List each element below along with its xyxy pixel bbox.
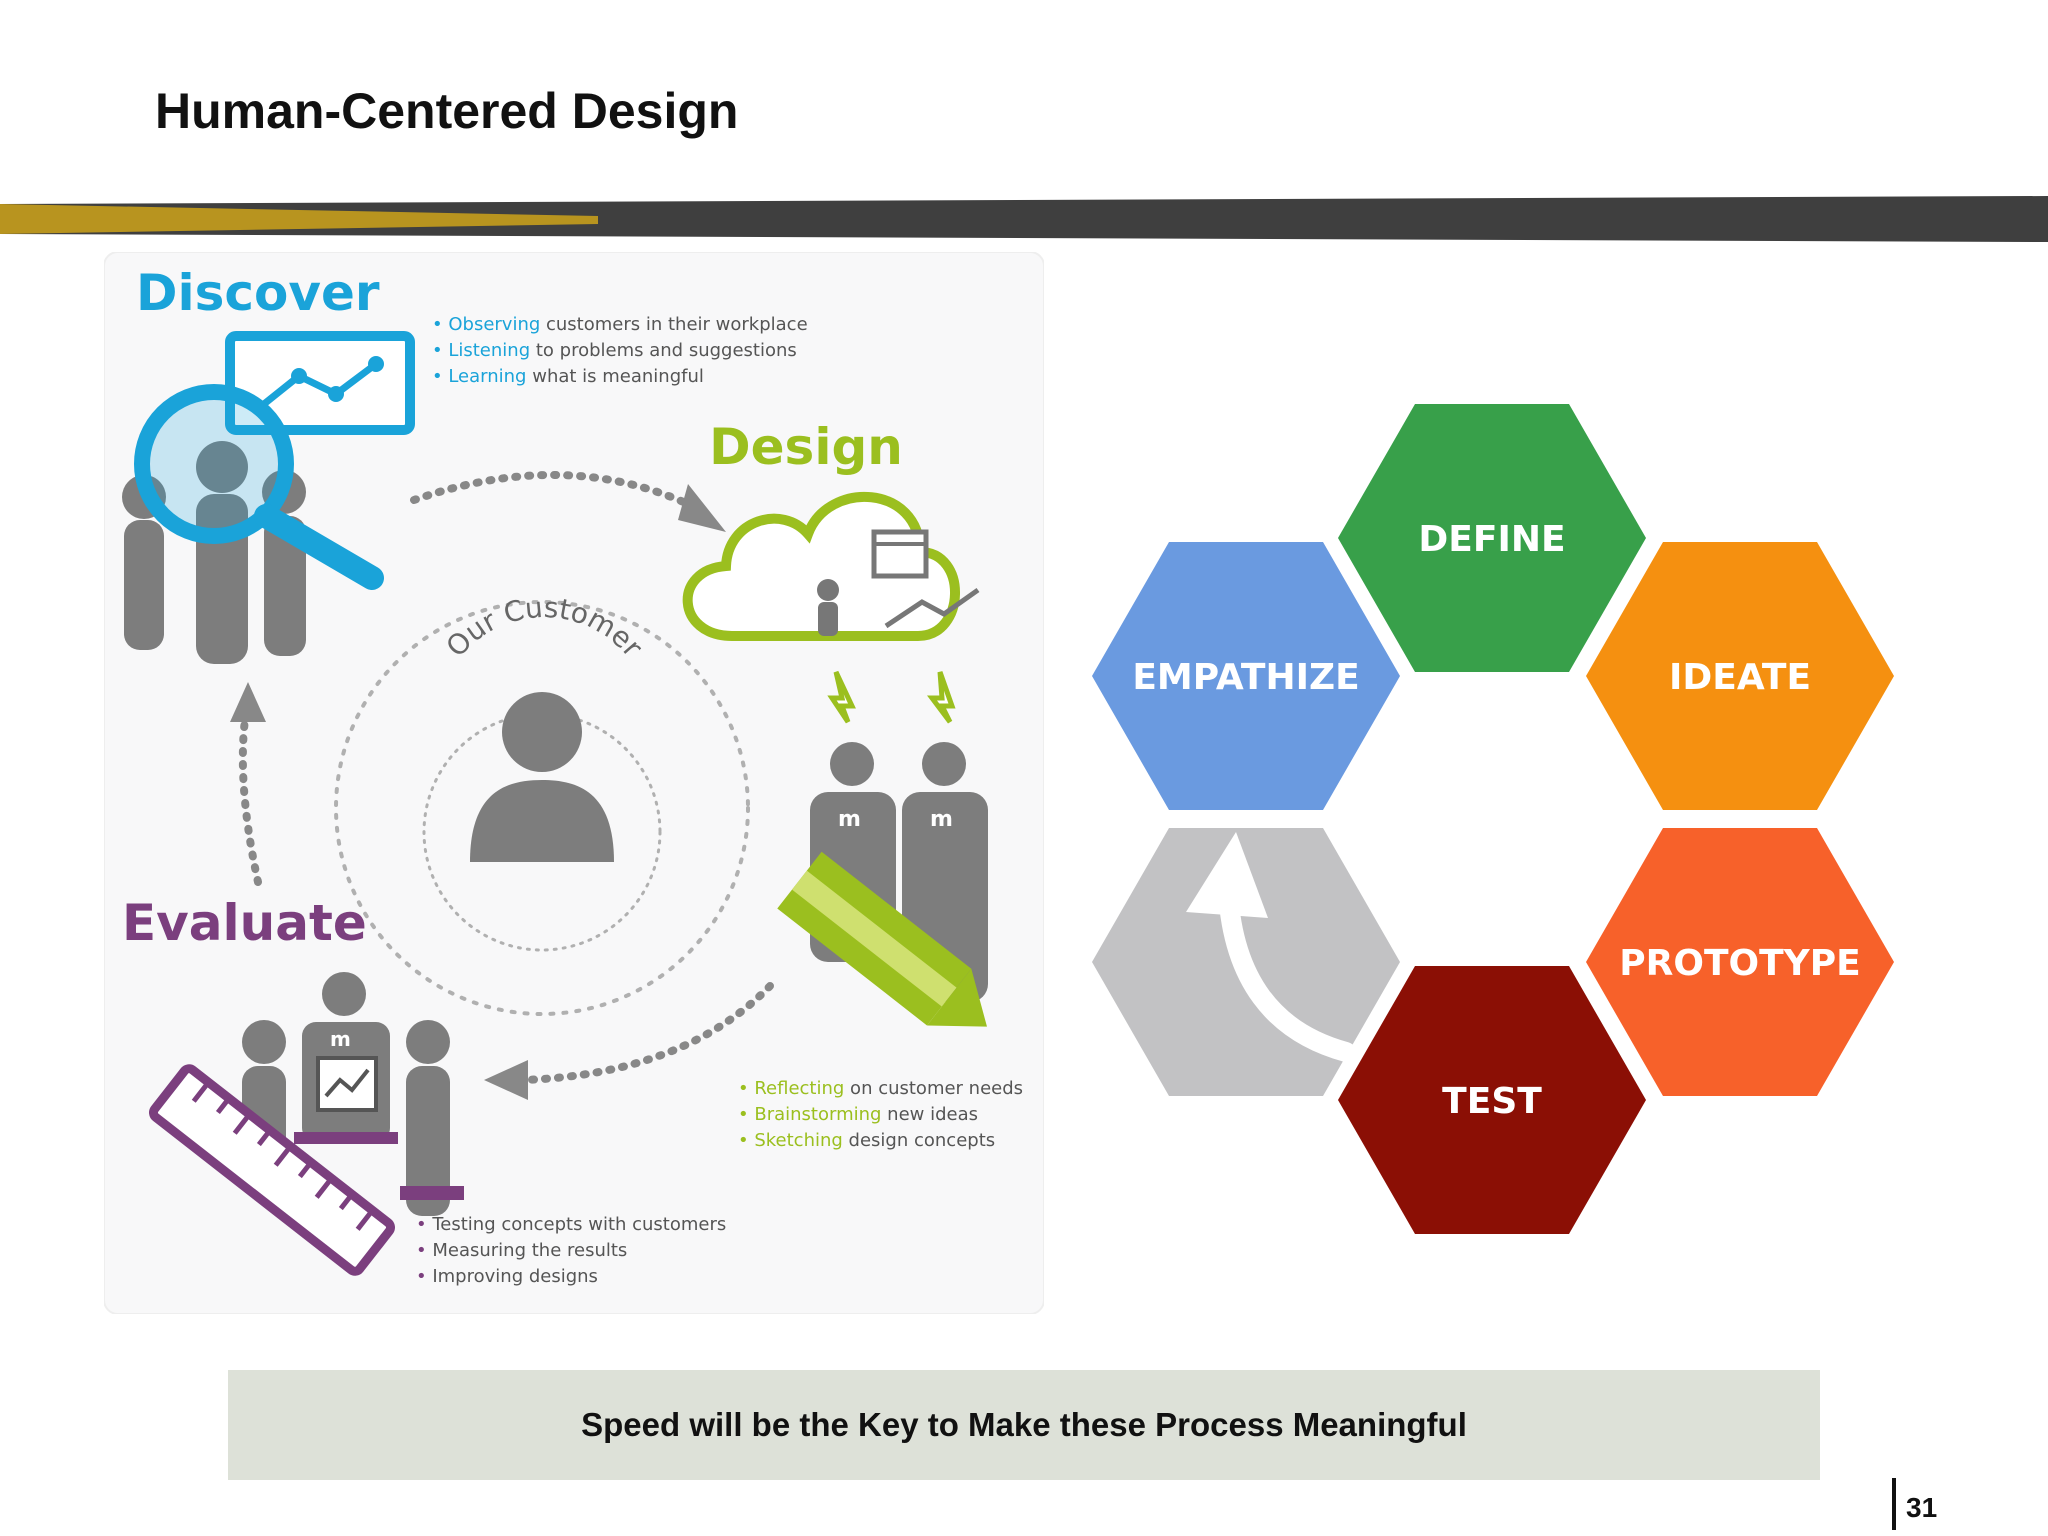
hexagon-prototype-label: PROTOTYPE (1619, 943, 1860, 984)
design-bullet-3: • Sketching design concepts (738, 1130, 995, 1151)
cycle-arrow-discover-to-design (410, 470, 726, 532)
discover-title: Discover (136, 264, 380, 322)
outer-dotted-ring (334, 600, 750, 1016)
hexagon-prototype: PROTOTYPE (1586, 828, 1894, 1096)
design-thinking-hexagons: DEFINE EMPATHIZE IDEATE PROTOTYPE TEST (1092, 404, 1894, 1234)
discover-bullet-3: • Learning what is meaningful (432, 366, 704, 387)
hexagon-empathize-label: EMPATHIZE (1132, 657, 1359, 698)
page-number: 31 (1906, 1492, 1938, 1523)
hexagon-test-shape (1338, 966, 1646, 1234)
cycle-arrow-evaluate-to-discover (230, 682, 266, 886)
discover-bullets: • Observing customers in their workplace… (432, 314, 808, 387)
svg-text:m: m (330, 1027, 351, 1051)
hexagon-define-label: DEFINE (1418, 519, 1565, 560)
evaluate-bullet-1: • Testing concepts with customers (416, 1214, 726, 1235)
hexagon-ideate-label: IDEATE (1669, 657, 1811, 698)
page-number-divider (1892, 1478, 1896, 1530)
inner-dotted-ring (422, 712, 662, 952)
svg-text:m: m (838, 807, 861, 832)
customer-avatar-icon (470, 692, 614, 862)
discover-bullet-2: • Listening to problems and suggestions (432, 340, 797, 361)
hexagon-ideate: IDEATE (1586, 542, 1894, 810)
magnifier-icon (134, 384, 384, 590)
hexagon-iterate (1092, 828, 1400, 1096)
hexagon-define-shape (1338, 404, 1646, 672)
key-message-banner: Speed will be the Key to Make these Proc… (228, 1370, 1820, 1480)
design-bullet-1: • Reflecting on customer needs (738, 1078, 1023, 1099)
discover-people-icon (122, 441, 306, 664)
hexagon-ideate-shape (1586, 542, 1894, 810)
ruler-icon (149, 1064, 395, 1276)
design-title: Design (709, 418, 903, 476)
banner-text: Speed will be the Key to Make these Proc… (581, 1406, 1467, 1443)
page-title: Human-Centered Design (155, 83, 739, 139)
iterate-arrow-icon (1186, 832, 1356, 1062)
hexagon-test: TEST (1338, 966, 1646, 1234)
evaluate-bullets: • Testing concepts with customers • Meas… (416, 1214, 726, 1287)
header-divider-bar (0, 196, 2048, 242)
hexagon-prototype-shape (1586, 828, 1894, 1096)
hcd-cycle-diagram: Discover • Observing customers in their … (104, 252, 1044, 1314)
evaluate-bullet-3: • Improving designs (416, 1266, 598, 1287)
hexagon-test-label: TEST (1442, 1081, 1542, 1122)
hexagon-define: DEFINE (1338, 404, 1646, 672)
hexagon-empathize-shape (1092, 542, 1400, 810)
design-bullet-2: • Brainstorming new ideas (738, 1104, 978, 1125)
discover-bullet-1: • Observing customers in their workplace (432, 314, 808, 335)
chart-board-icon (225, 331, 415, 435)
cycle-arrow-design-to-evaluate (484, 982, 774, 1100)
design-bullets: • Reflecting on customer needs • Brainst… (738, 1078, 1023, 1151)
svg-text:m: m (930, 807, 953, 832)
pencil-icon (777, 851, 987, 1027)
cloud-design-icon (682, 491, 980, 724)
evaluate-title: Evaluate (122, 894, 367, 952)
evaluate-bullet-2: • Measuring the results (416, 1240, 627, 1261)
hexagon-empathize: EMPATHIZE (1092, 542, 1400, 810)
